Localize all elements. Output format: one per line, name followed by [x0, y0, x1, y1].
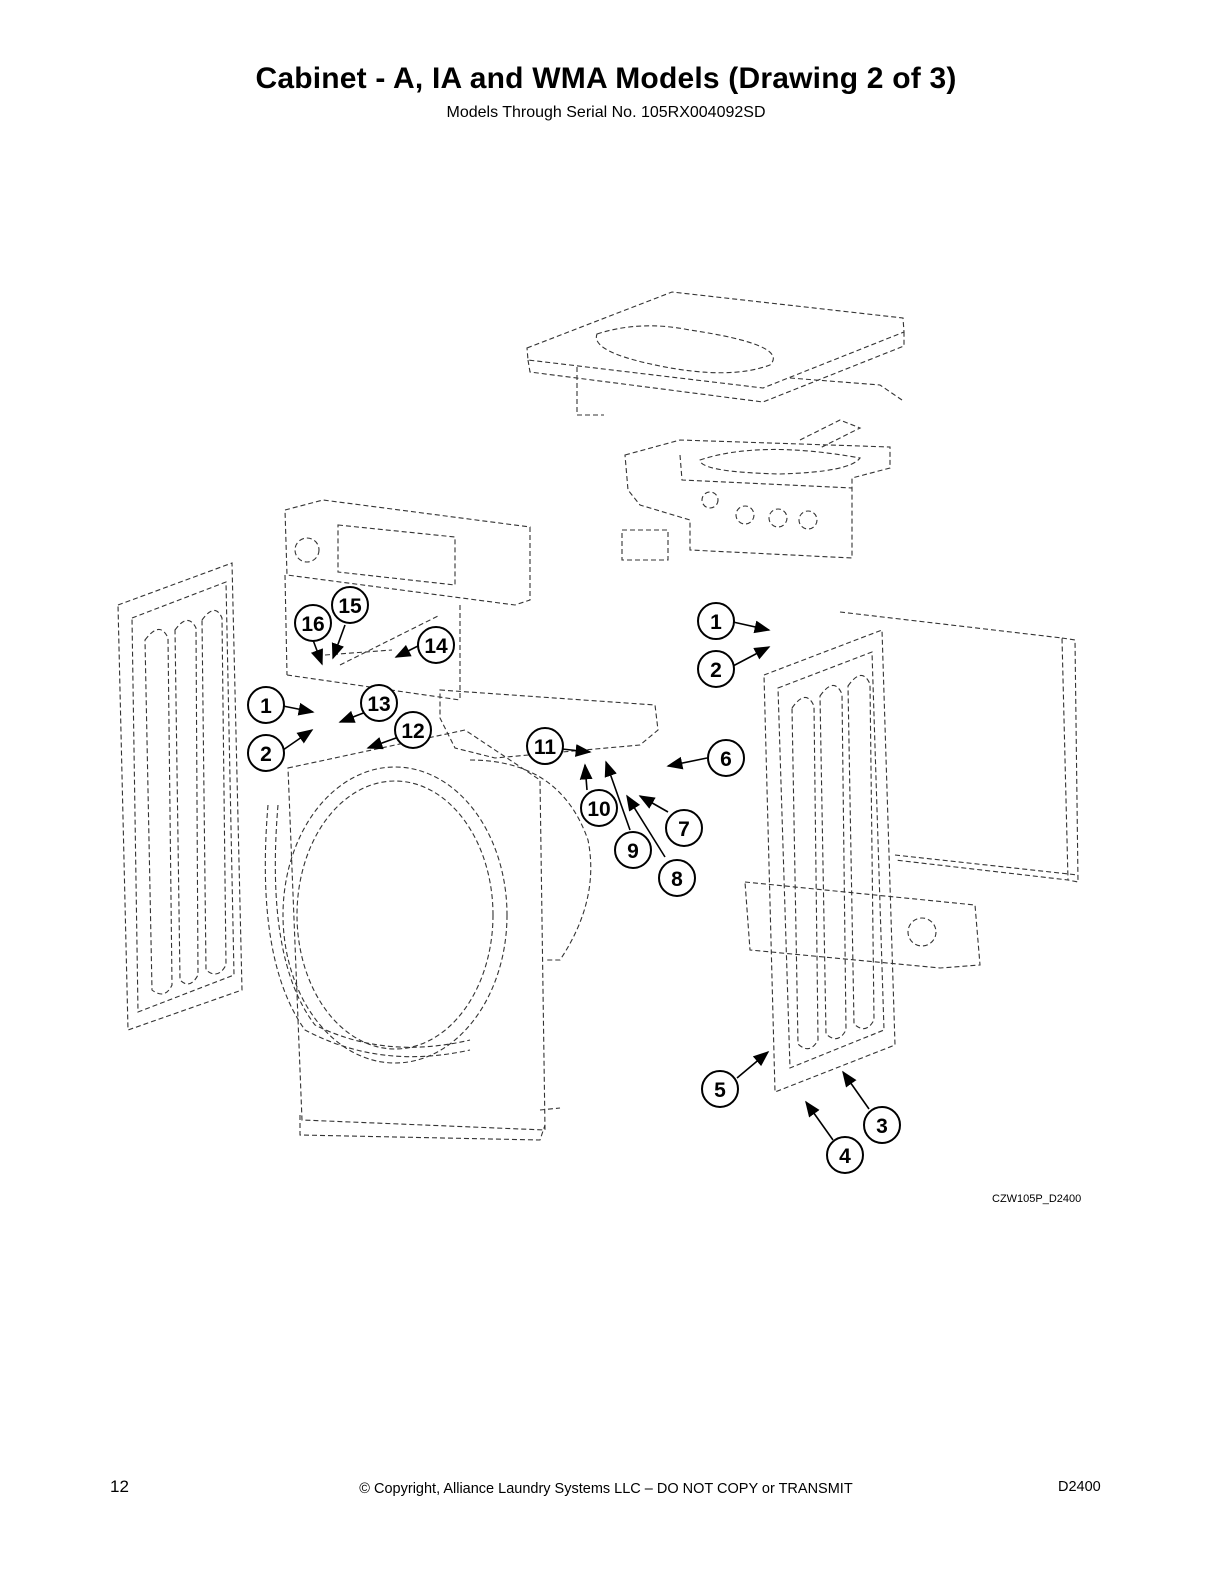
callout-label: 1 [710, 611, 722, 634]
page-subtitle: Models Through Serial No. 105RX004092SD [446, 104, 766, 121]
callout-2-left: 2 [247, 734, 285, 772]
callout-label: 7 [678, 818, 690, 841]
drawing-code: CZW105P_D2400 [992, 1193, 1082, 1205]
front-panel [287, 729, 546, 1131]
control-console [284, 499, 531, 606]
callout-1-left: 1 [247, 686, 285, 724]
callout-7: 7 [665, 809, 703, 847]
page-title: Cabinet - A, IA and WMA Models (Drawing … [255, 62, 957, 95]
callout-label: 6 [720, 748, 732, 771]
control-bracket [624, 439, 891, 559]
callout-1-right: 1 [697, 602, 735, 640]
callout-10: 10 [580, 789, 618, 827]
callout-label: 5 [714, 1079, 726, 1102]
callout-6: 6 [707, 739, 745, 777]
callout-13: 13 [360, 684, 398, 722]
callout-5: 5 [701, 1070, 739, 1108]
callout-15: 15 [331, 586, 369, 624]
callout-label: 12 [401, 720, 424, 743]
callout-8: 8 [658, 859, 696, 897]
top-panel [526, 291, 905, 389]
lower-bracket [744, 881, 981, 969]
callout-label: 13 [367, 693, 390, 716]
callout-label: 2 [260, 743, 272, 766]
callout-3: 3 [863, 1106, 901, 1144]
copyright-notice: © Copyright, Alliance Laundry Systems LL… [359, 1481, 853, 1497]
callout-16: 16 [294, 604, 332, 642]
callout-9: 9 [614, 831, 652, 869]
document-id: D2400 [1058, 1479, 1101, 1495]
callout-label: 2 [710, 659, 722, 682]
callout-label: 14 [424, 635, 448, 658]
page-number: 12 [110, 1477, 129, 1496]
callout-label: 11 [534, 736, 557, 759]
callout-label: 4 [839, 1145, 851, 1168]
callout-label: 10 [587, 798, 610, 821]
callout-label: 15 [338, 595, 362, 618]
callout-4: 4 [826, 1136, 864, 1174]
callout-label: 1 [260, 695, 272, 718]
callout-11: 11 [526, 727, 564, 765]
callout-label: 3 [876, 1115, 888, 1138]
callout-2-right: 2 [697, 650, 735, 688]
callout-label: 16 [301, 613, 324, 636]
right-side-panel [763, 629, 896, 1093]
callout-12: 12 [394, 711, 432, 749]
callout-14: 14 [417, 626, 455, 664]
left-side-panel [117, 562, 243, 1031]
callout-label: 9 [627, 840, 639, 863]
callout-label: 8 [671, 868, 683, 891]
rear-panel [839, 611, 1069, 881]
